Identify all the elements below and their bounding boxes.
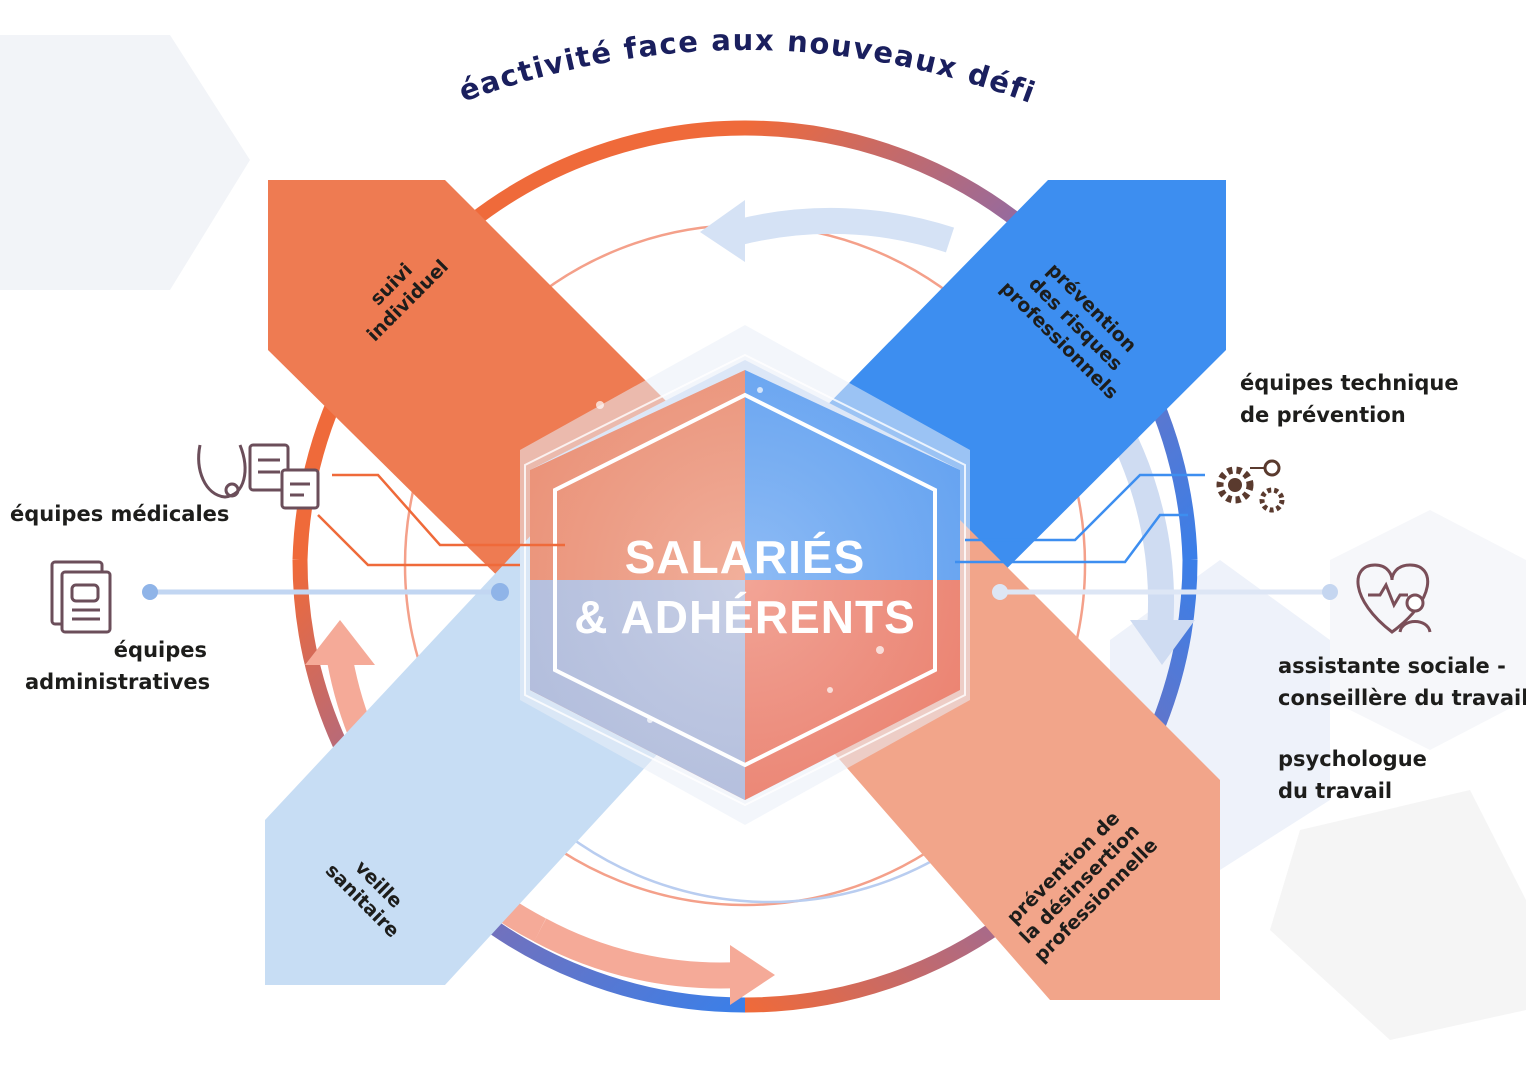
center-label-line1: SALARIÉS <box>624 531 866 583</box>
label-psychologue: psychologue du travail <box>1278 747 1427 803</box>
connectors-left <box>142 473 565 601</box>
center-hexagon <box>520 325 970 825</box>
label-equipes-administratives: équipes administratives <box>25 638 211 694</box>
center-label-line2: & ADHÉRENTS <box>574 591 916 643</box>
connectors-right <box>955 473 1338 600</box>
label-equipes-technique: équipes technique de prévention <box>1240 371 1459 427</box>
heart-person-icon <box>1356 563 1432 634</box>
document-icon <box>50 560 112 634</box>
label-assistante-sociale: assistante sociale - conseillère du trav… <box>1278 654 1526 710</box>
label-equipes-medicales: équipes médicales <box>10 502 230 526</box>
stethoscope-clipboard-icon <box>197 443 320 510</box>
gears-icon <box>1216 459 1285 513</box>
